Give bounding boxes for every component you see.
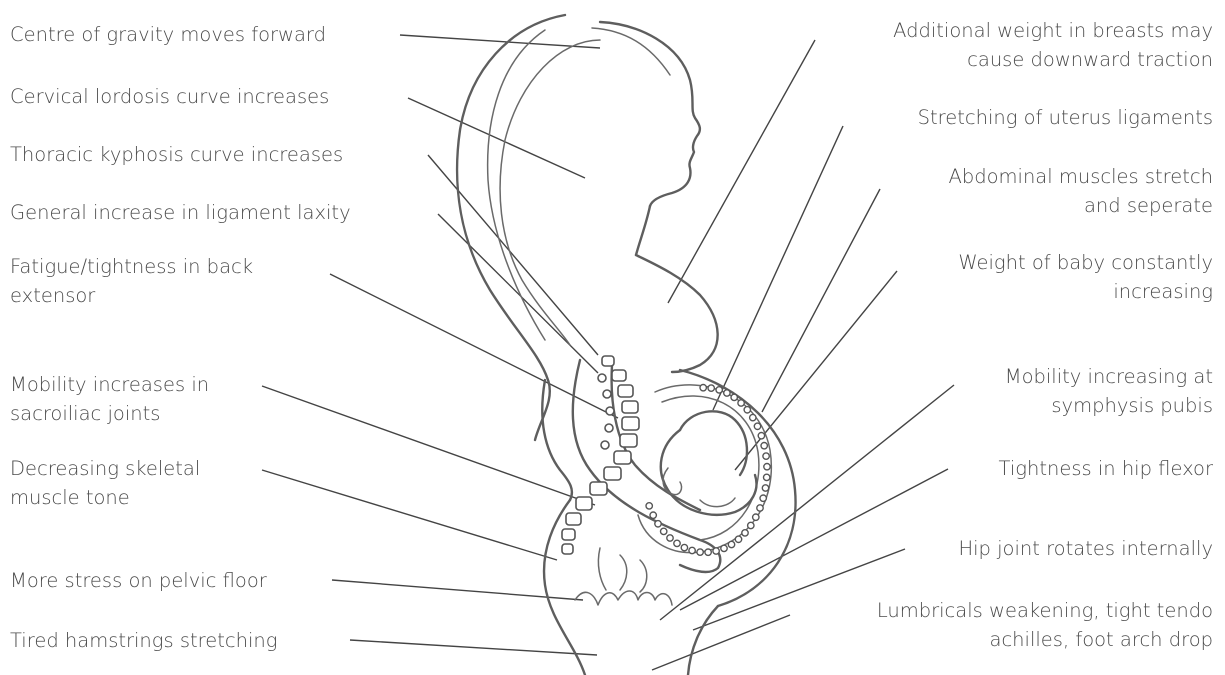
- spinous-process: [603, 390, 611, 398]
- leader-hipflexor: [680, 469, 948, 610]
- vertebra: [622, 417, 639, 430]
- label-skeletal: Decreasing skeletalmuscle tone: [10, 454, 200, 512]
- vertebra: [562, 529, 575, 540]
- vertebra: [604, 467, 621, 480]
- leader-skeletal: [262, 470, 557, 560]
- vertebra: [566, 513, 581, 525]
- uterus-bead: [757, 505, 763, 511]
- uterus-bead: [758, 433, 764, 439]
- uterus-bead: [721, 545, 727, 551]
- vertebra: [612, 370, 626, 381]
- uterus-bead: [713, 548, 719, 554]
- label-cervical: Cervical lordosis curve increases: [10, 82, 329, 111]
- label-gravity: Centre of gravity moves forward: [10, 20, 326, 49]
- label-symphysis: Mobility increasing atsymphysis pubis: [1005, 362, 1213, 420]
- spinous-process: [606, 407, 614, 415]
- uterus-bead: [760, 495, 766, 501]
- vertebra: [618, 385, 633, 397]
- uterus-bead: [705, 549, 711, 555]
- uterus-bead: [761, 443, 767, 449]
- uterus-bead: [764, 474, 770, 480]
- leader-sacroiliac: [262, 386, 595, 505]
- pelvic-bone: [620, 555, 627, 590]
- uterus-bead: [661, 528, 667, 534]
- label-fatigue: Fatigue/tightness in backextensor: [10, 252, 253, 310]
- label-lumbricals: Lumbricals weakening, tight tendoachille…: [877, 596, 1213, 654]
- vertebra: [590, 482, 607, 495]
- leader-laxity: [438, 214, 598, 373]
- fetus-head: [680, 411, 747, 475]
- label-uterus: Stretching of uterus ligaments: [918, 103, 1213, 132]
- leader-abdominal: [762, 189, 880, 412]
- vertebra: [576, 497, 592, 510]
- pelvis: [575, 548, 672, 605]
- pelvic-floor: [575, 591, 672, 605]
- leader-uterus: [713, 126, 843, 410]
- leader-baby: [735, 271, 897, 470]
- label-hamstrings: Tired hamstrings stretching: [10, 626, 277, 655]
- leader-hamstrings: [350, 640, 597, 655]
- uterus-bead: [753, 514, 759, 520]
- uterus-bead: [724, 390, 730, 396]
- vertebra: [622, 401, 638, 413]
- uterus-bead: [708, 385, 714, 391]
- leader-hiprotate: [693, 549, 905, 630]
- uterus-bead: [655, 521, 661, 527]
- uterus-bead: [731, 394, 737, 400]
- uterus-bead: [754, 423, 760, 429]
- label-baby: Weight of baby constantlyincreasing: [958, 248, 1213, 306]
- vertebra: [614, 451, 631, 464]
- spine: [562, 356, 639, 554]
- leader-gravity: [400, 35, 600, 48]
- uterus-bead: [763, 453, 769, 459]
- uterus-bead: [697, 549, 703, 555]
- label-sacroiliac: Mobility increases insacroiliac joints: [10, 370, 209, 428]
- uterus-bead: [674, 540, 680, 546]
- label-abdominal: Abdominal muscles stretchand seperate: [949, 162, 1214, 220]
- spinous-process: [598, 374, 606, 382]
- uterus-bead: [728, 541, 734, 547]
- uterus-bead: [744, 407, 750, 413]
- uterus-bead: [700, 385, 706, 391]
- label-thoracic: Thoracic kyphosis curve increases: [10, 140, 343, 169]
- spinous-process: [601, 441, 609, 449]
- uterus-bead: [646, 503, 652, 509]
- uterus-bead: [764, 464, 770, 470]
- label-breasts: Additional weight in breasts maycause do…: [893, 16, 1213, 74]
- vertebra: [562, 544, 573, 554]
- uterus-bead: [738, 400, 744, 406]
- label-laxity: General increase in ligament laxity: [10, 198, 351, 227]
- uterus-bead: [667, 535, 673, 541]
- leader-cervical: [408, 98, 585, 178]
- fetus-limb: [700, 498, 735, 507]
- spinous-process: [605, 424, 613, 432]
- vertebra: [620, 434, 637, 447]
- uterus-bead: [650, 512, 656, 518]
- leader-lines-left: [262, 35, 618, 655]
- vertebra: [602, 356, 614, 366]
- uterus-bead: [750, 414, 756, 420]
- uterus-bead: [762, 485, 768, 491]
- label-hiprotate: Hip joint rotates internally: [958, 534, 1213, 563]
- label-hipflexor: Tightness in hip flexor: [999, 454, 1213, 483]
- pelvic-bone: [598, 548, 606, 590]
- leader-lumbricals: [652, 615, 790, 670]
- uterus-bead: [681, 544, 687, 550]
- uterus-bead: [748, 522, 754, 528]
- uterus: [638, 385, 771, 556]
- uterus-bead: [716, 387, 722, 393]
- label-pelvic: More stress on pelvic floor: [10, 566, 267, 595]
- fetus: [661, 411, 757, 514]
- uterus-bead: [689, 547, 695, 553]
- fetus-limb: [663, 468, 682, 495]
- uterus-bead: [735, 536, 741, 542]
- uterus-bead: [742, 530, 748, 536]
- pelvic-bone: [640, 560, 647, 592]
